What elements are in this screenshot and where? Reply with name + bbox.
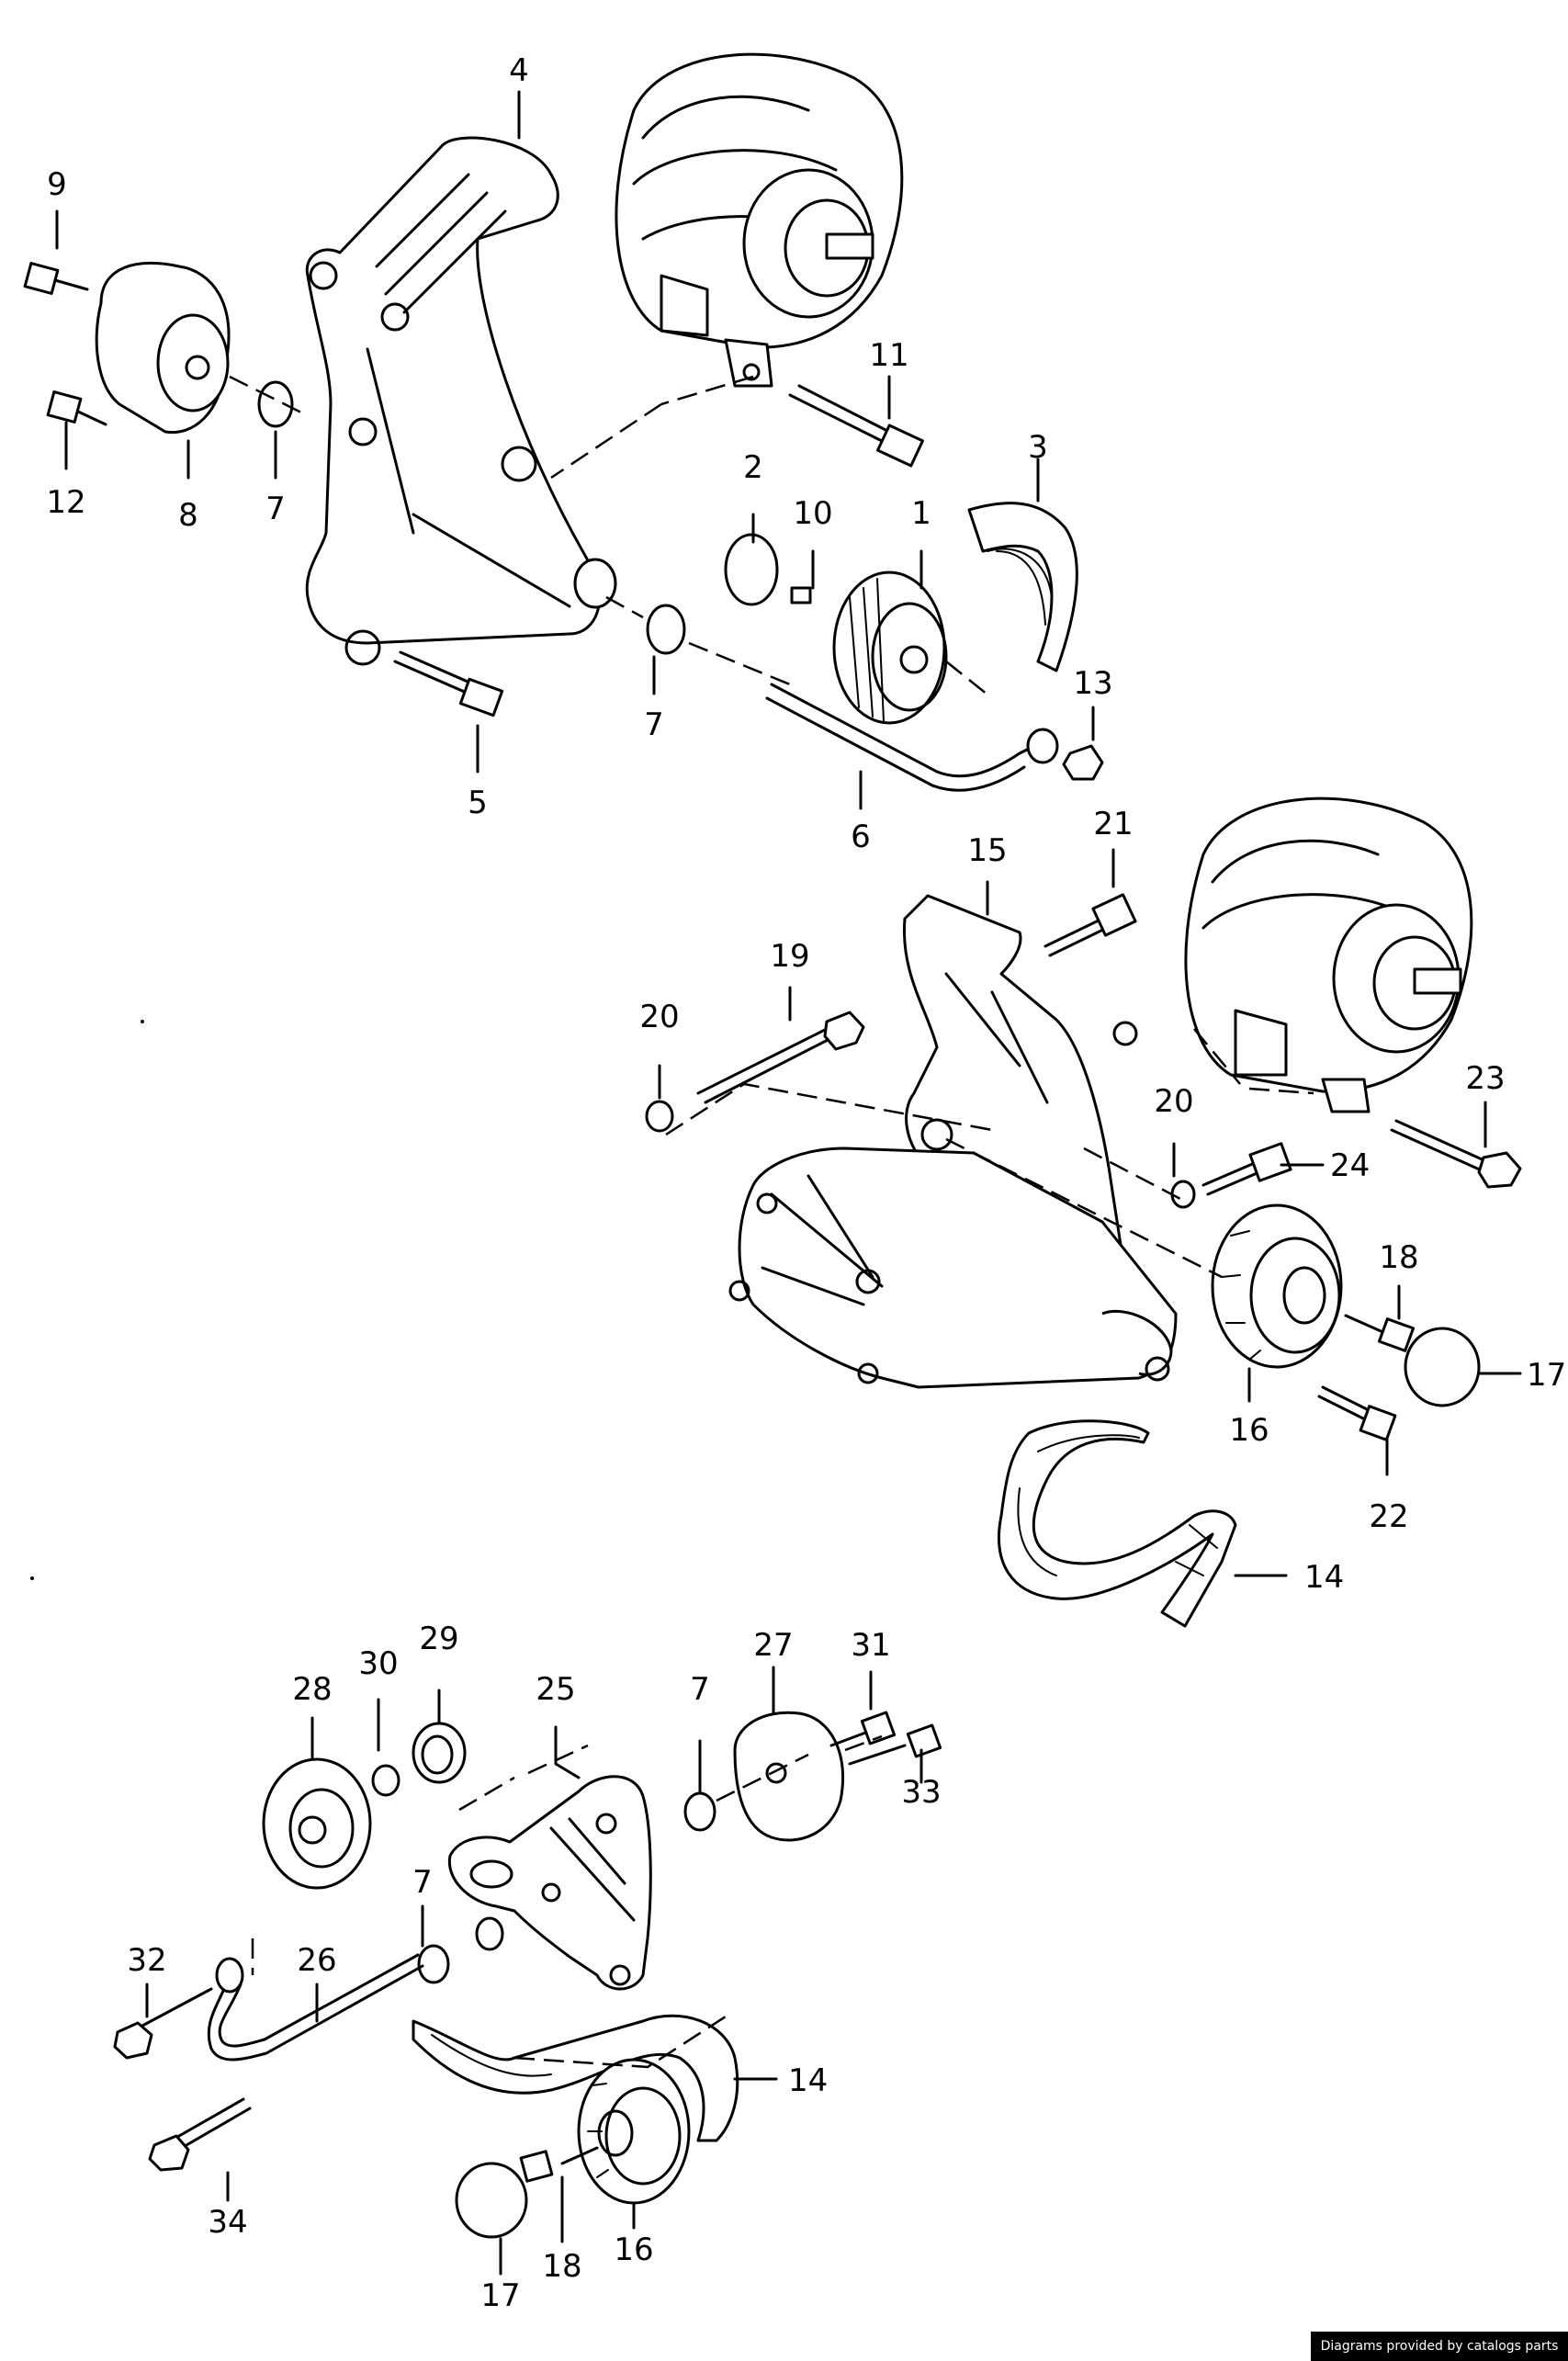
engine-bracket-base[interactable]	[728, 1147, 1178, 1389]
callout-29: 29	[419, 1621, 458, 1657]
rod-6[interactable]	[765, 683, 1059, 792]
bolt-31[interactable]	[829, 1711, 897, 1747]
callout-18-a: 18	[1379, 1239, 1418, 1276]
callout-19: 19	[770, 938, 809, 975]
callout-33: 33	[901, 1774, 941, 1811]
alternator-top[interactable]	[615, 52, 904, 388]
callout-20-b: 20	[1154, 1083, 1193, 1120]
callout-14-a: 14	[1304, 1559, 1344, 1596]
bolt-32[interactable]	[113, 1987, 213, 2060]
callout-4: 4	[509, 52, 529, 89]
bolt-12[interactable]	[46, 390, 107, 426]
callout-26: 26	[297, 1942, 336, 1979]
alternator-mid[interactable]	[1184, 796, 1473, 1113]
pulley-16-a[interactable]	[1211, 1203, 1343, 1369]
callout-labels: 9 12 8 7 4 11 2 10 1 3 13 7 5 6 21 15 19…	[46, 52, 1566, 2314]
callout-23: 23	[1465, 1060, 1505, 1097]
bolt-18-b[interactable]	[519, 2146, 599, 2183]
callout-1: 1	[911, 495, 931, 532]
callout-7-a: 7	[265, 491, 286, 527]
callout-16-b: 16	[614, 2231, 653, 2268]
callout-16-a: 16	[1229, 1412, 1269, 1449]
bushing-7-c[interactable]	[683, 1791, 716, 1832]
callout-3: 3	[1028, 429, 1048, 466]
bushing-7-b[interactable]	[646, 604, 686, 655]
callout-7-d: 7	[412, 1864, 433, 1901]
callout-20-a: 20	[639, 999, 679, 1035]
bolt-10[interactable]	[790, 586, 812, 604]
callout-9: 9	[47, 166, 67, 203]
bolt-18-a[interactable]	[1344, 1314, 1416, 1352]
bolt-34[interactable]	[148, 2097, 252, 2172]
callout-22: 22	[1369, 1498, 1408, 1535]
rod-26[interactable]	[207, 1953, 424, 2062]
bolt-21[interactable]	[1043, 893, 1137, 957]
pulley-16-b[interactable]	[577, 2058, 691, 2205]
diagram-credit: Diagrams provided by catalogs parts	[1311, 2332, 1568, 2361]
washer-30[interactable]	[371, 1764, 400, 1797]
callout-6: 6	[851, 819, 871, 855]
bolt-23[interactable]	[1390, 1119, 1522, 1189]
callout-30: 30	[358, 1645, 398, 1682]
callout-18-b: 18	[542, 2248, 581, 2285]
belt-14-b[interactable]	[412, 2014, 739, 2142]
belt-14-a[interactable]	[998, 1419, 1237, 1628]
stray-dot	[30, 1576, 34, 1580]
bolt-5[interactable]	[393, 650, 504, 717]
callout-12: 12	[46, 484, 85, 521]
nut-13[interactable]	[1062, 744, 1104, 781]
bolt-11[interactable]	[788, 384, 924, 468]
callout-8: 8	[178, 497, 198, 534]
stray-dot	[141, 1020, 144, 1023]
callout-7-c: 7	[690, 1671, 710, 1708]
callout-7-b: 7	[644, 706, 664, 743]
bolt-22[interactable]	[1317, 1385, 1397, 1441]
callout-15: 15	[967, 832, 1007, 869]
bolt-9[interactable]	[23, 262, 89, 295]
callout-17-b: 17	[480, 2277, 520, 2314]
pulley-1[interactable]	[832, 570, 948, 725]
callout-13: 13	[1073, 665, 1112, 702]
bottom-assembly	[113, 1711, 942, 2239]
callout-2: 2	[743, 449, 763, 486]
middle-assembly	[645, 796, 1522, 1628]
callout-11: 11	[869, 337, 908, 374]
leader-lines	[55, 90, 1522, 2276]
tensioner-27[interactable]	[733, 1711, 845, 1842]
callout-24: 24	[1330, 1147, 1370, 1184]
bolt-33[interactable]	[848, 1723, 942, 1766]
cap-2[interactable]	[724, 533, 779, 606]
washer-20-a[interactable]	[645, 1100, 674, 1133]
callout-27: 27	[753, 1627, 793, 1664]
callout-25: 25	[536, 1671, 575, 1708]
washer-20-b[interactable]	[1170, 1180, 1196, 1209]
bolt-24[interactable]	[1201, 1142, 1292, 1196]
callout-31: 31	[851, 1627, 890, 1664]
callout-32: 32	[127, 1942, 166, 1979]
bracket-25[interactable]	[447, 1775, 652, 1991]
top-assembly	[23, 52, 1104, 792]
callout-21: 21	[1093, 806, 1133, 842]
cap-17-a[interactable]	[1404, 1327, 1481, 1407]
callout-28: 28	[292, 1671, 332, 1708]
callout-5: 5	[468, 785, 488, 821]
pulley-28[interactable]	[262, 1757, 372, 1890]
cap-29[interactable]	[412, 1722, 467, 1784]
callout-10: 10	[793, 495, 832, 532]
callout-14-b: 14	[788, 2062, 828, 2099]
tensioner-8[interactable]	[95, 261, 231, 435]
bracket-4[interactable]	[305, 136, 617, 666]
bushing-7-a[interactable]	[257, 380, 294, 428]
cap-17-b[interactable]	[455, 2162, 528, 2239]
callout-17-a: 17	[1527, 1357, 1566, 1394]
bolt-19[interactable]	[696, 1011, 865, 1104]
bushing-7-d[interactable]	[417, 1916, 504, 1984]
callout-34: 34	[208, 2204, 247, 2241]
belt-piece-3[interactable]	[967, 502, 1078, 672]
